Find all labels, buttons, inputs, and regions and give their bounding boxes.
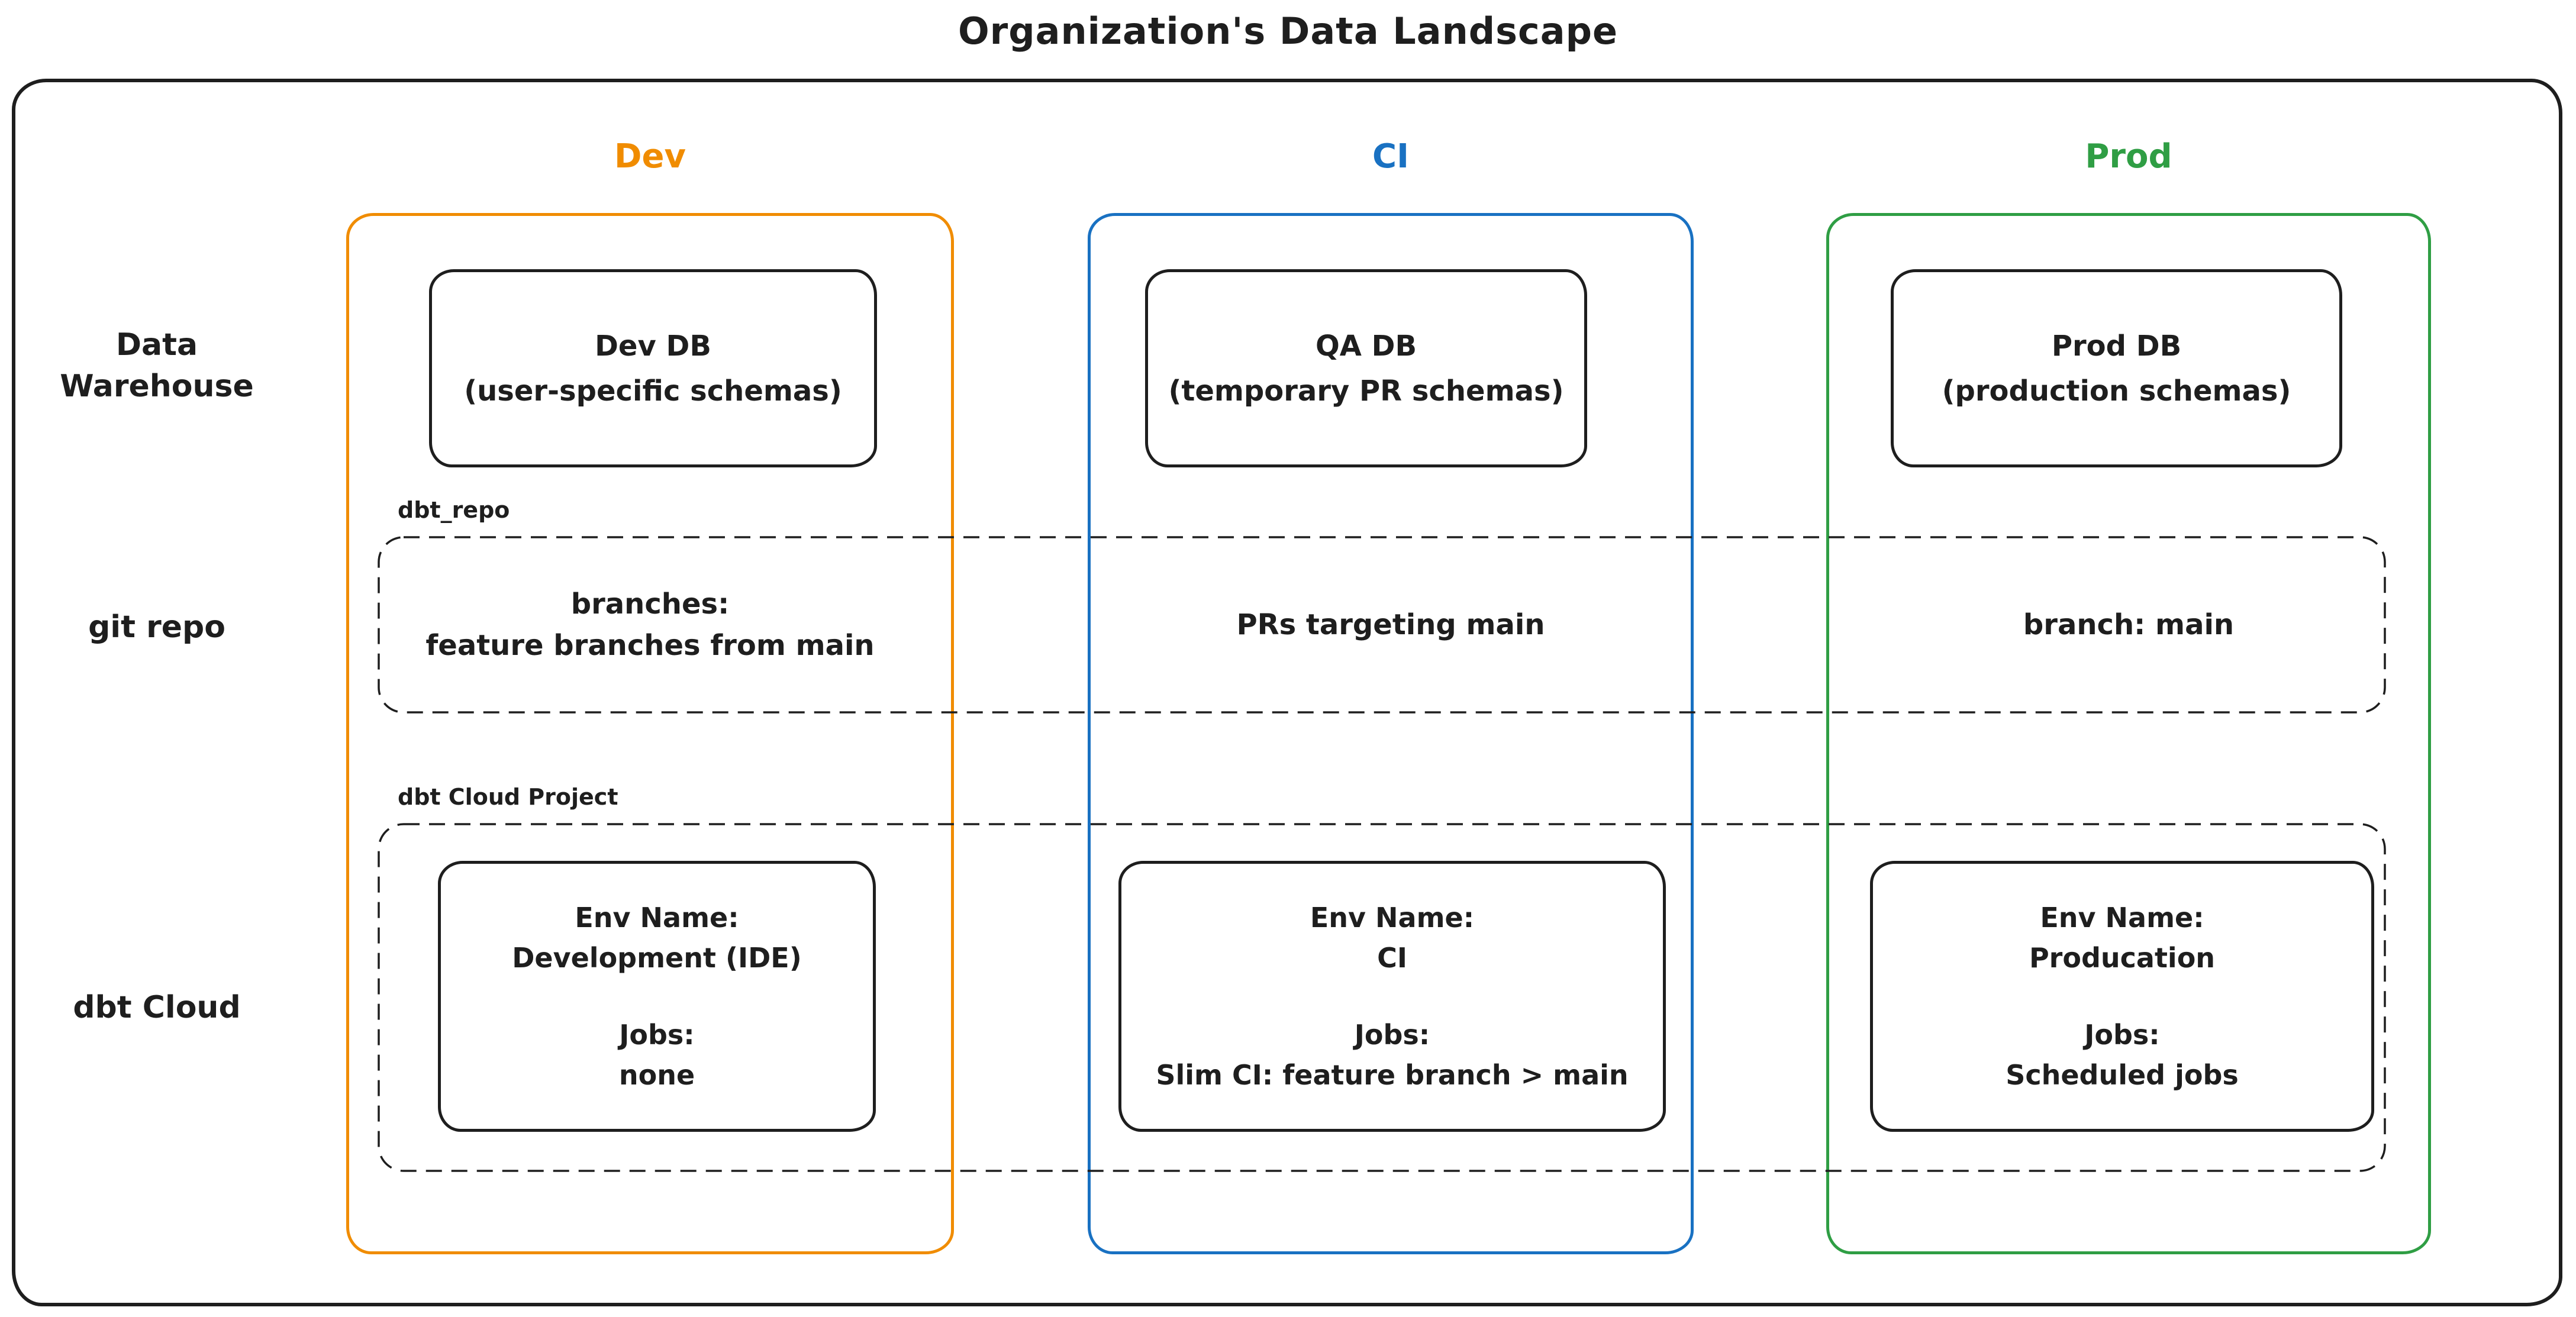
column-header-ci: CI	[1372, 137, 1409, 176]
column-ci-container	[1088, 213, 1694, 1254]
git-repo-band-label: dbt_repo	[398, 497, 510, 523]
env-box-ci: Env Name: CI Jobs: Slim CI: feature bran…	[1118, 861, 1666, 1132]
qa-db-box: QA DB (temporary PR schemas)	[1145, 269, 1587, 467]
dev-db-title: Dev DB	[595, 329, 711, 363]
env-box-prod: Env Name: Producation Jobs: Scheduled jo…	[1870, 861, 2374, 1132]
env-dev-name-value: Development (IDE)	[512, 942, 802, 974]
env-dev-jobs-label: Jobs:	[619, 1019, 695, 1051]
env-ci-jobs-value: Slim CI: feature branch > main	[1156, 1059, 1629, 1091]
column-prod-container	[1826, 213, 2431, 1254]
git-dev-cell: branches: feature branches from main	[346, 535, 954, 714]
env-ci-name-label: Env Name:	[1310, 902, 1475, 934]
dev-db-subtitle: (user-specific schemas)	[464, 374, 842, 408]
prod-db-subtitle: (production schemas)	[1942, 374, 2291, 408]
row-label-data-warehouse-line2: Warehouse	[60, 369, 254, 404]
row-label-dbt-cloud: dbt Cloud	[73, 990, 241, 1025]
dbt-cloud-band-label: dbt Cloud Project	[398, 784, 618, 810]
row-label-git-repo: git repo	[88, 609, 225, 645]
env-prod-jobs-label: Jobs:	[2084, 1019, 2160, 1051]
git-ci-cell: PRs targeting main	[1236, 608, 1545, 641]
env-box-dev: Env Name: Development (IDE) Jobs: none	[438, 861, 876, 1132]
column-header-prod: Prod	[2085, 137, 2172, 176]
column-header-dev: Dev	[614, 137, 686, 176]
env-dev-jobs-value: none	[618, 1059, 695, 1091]
qa-db-title: QA DB	[1315, 329, 1417, 363]
row-label-data-warehouse-line1: Data	[115, 327, 198, 363]
env-ci-name-value: CI	[1377, 942, 1407, 974]
env-prod-name-value: Producation	[2029, 942, 2216, 974]
env-ci-jobs-label: Jobs:	[1354, 1019, 1430, 1051]
prod-db-title: Prod DB	[2051, 329, 2182, 363]
row-label-data-warehouse: Data Warehouse	[24, 324, 290, 407]
env-prod-jobs-value: Scheduled jobs	[2006, 1059, 2239, 1091]
outer-container	[12, 79, 2562, 1306]
prod-db-box: Prod DB (production schemas)	[1891, 269, 2342, 467]
git-dev-line1: branches:	[570, 588, 730, 621]
column-dev-container	[346, 213, 954, 1254]
dev-db-box: Dev DB (user-specific schemas)	[429, 269, 877, 467]
git-prod-cell: branch: main	[2023, 608, 2235, 641]
diagram-title: Organization's Data Landscape	[957, 9, 1619, 53]
git-dev-line2: feature branches from main	[425, 629, 875, 662]
env-prod-name-label: Env Name:	[2040, 902, 2204, 934]
qa-db-subtitle: (temporary PR schemas)	[1168, 374, 1564, 408]
env-dev-name-label: Env Name:	[575, 902, 739, 934]
